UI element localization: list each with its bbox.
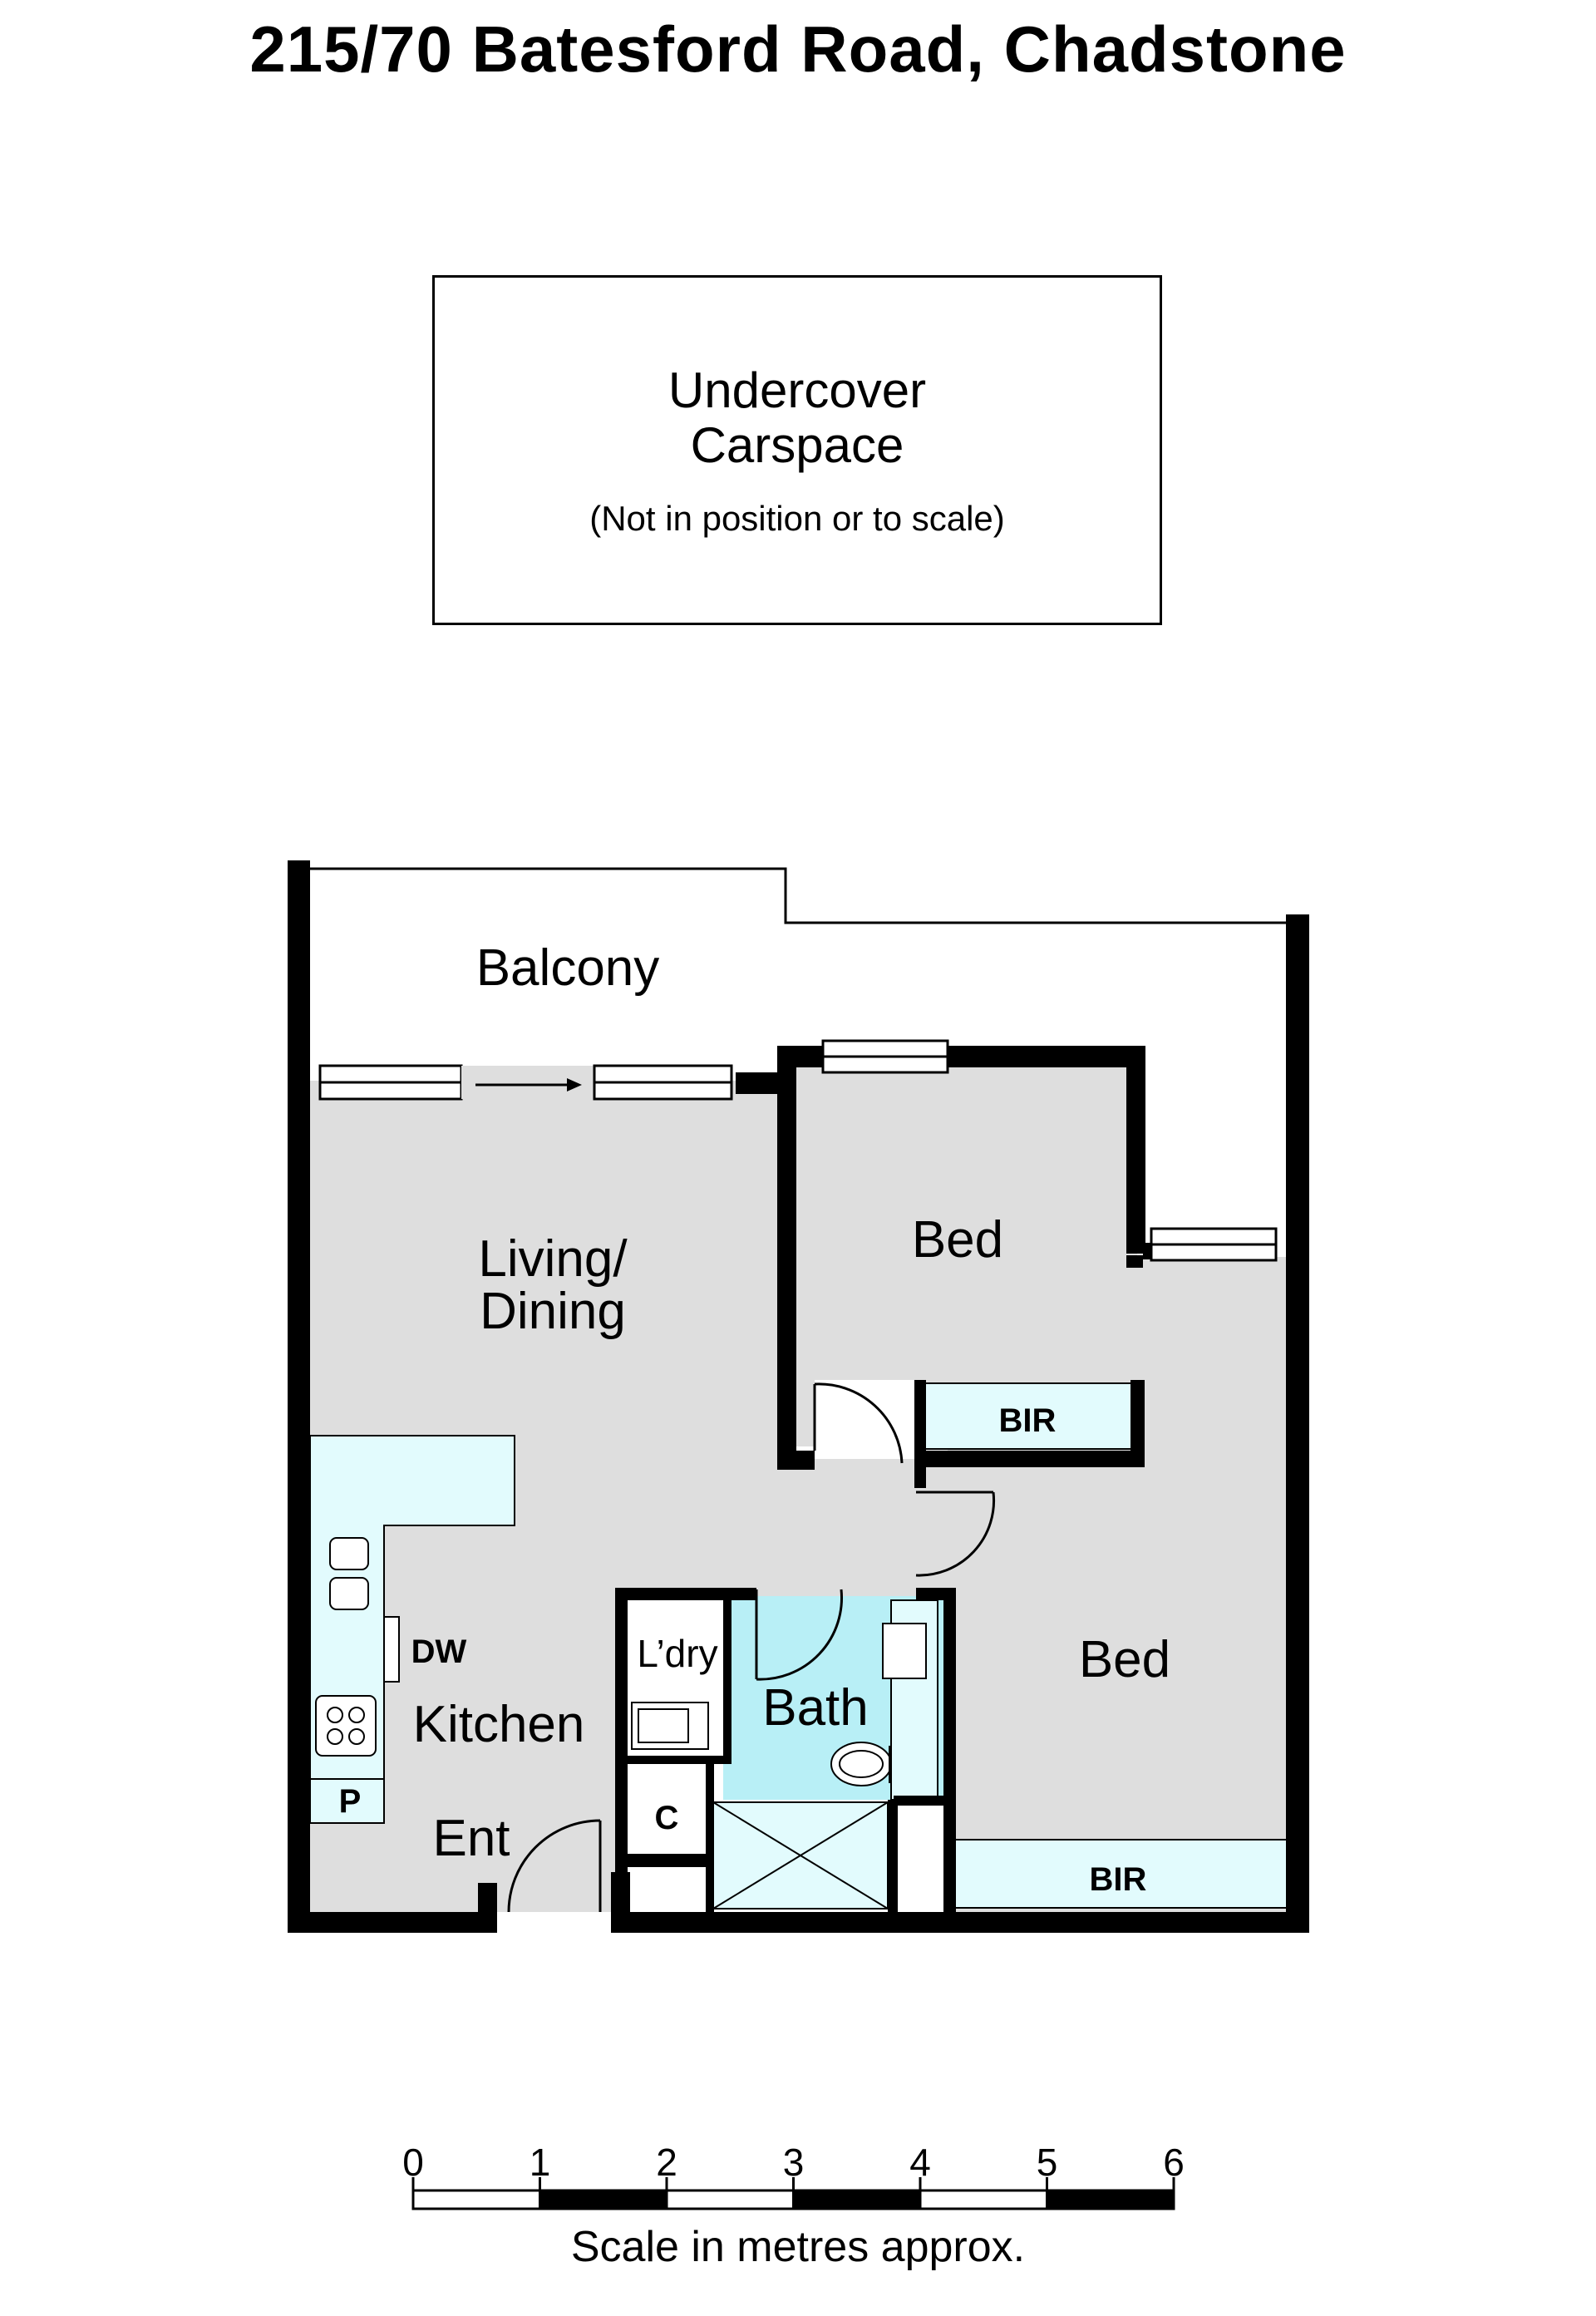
wall-wet-north-left bbox=[615, 1588, 756, 1600]
scale-ticks: 0 1 2 3 4 5 6 bbox=[402, 2141, 1185, 2209]
door-bed2-swing bbox=[915, 1491, 996, 1577]
wall-cupboard-south bbox=[615, 1854, 707, 1867]
scale-tick-label: 4 bbox=[909, 2141, 931, 2184]
bir1-cupboard bbox=[924, 1382, 1132, 1450]
scale-tick-label: 1 bbox=[530, 2141, 551, 2184]
scale-segment bbox=[665, 2189, 795, 2210]
sink-bowl-1 bbox=[329, 1537, 369, 1570]
scale-tick-label: 6 bbox=[1163, 2141, 1185, 2184]
doors bbox=[507, 1382, 996, 1913]
carspace-box: Undercover Carspace (Not in position or … bbox=[432, 275, 1162, 625]
label-dw: DW bbox=[411, 1634, 467, 1670]
label-pantry: P bbox=[339, 1783, 362, 1820]
bed1-floor bbox=[792, 1060, 1137, 1446]
wall-laundry-east bbox=[723, 1600, 732, 1760]
wall-bed1-north-2 bbox=[948, 1046, 1145, 1067]
scale-segment bbox=[411, 2189, 541, 2210]
label-balcony: Balcony bbox=[476, 939, 660, 997]
cooktop-burner bbox=[348, 1728, 365, 1745]
wall-bir1-west bbox=[914, 1380, 926, 1451]
carspace-label-line2: Carspace bbox=[690, 417, 904, 473]
wall-shower-east bbox=[888, 1800, 898, 1916]
cooktop bbox=[315, 1695, 377, 1757]
scale-tick-label: 3 bbox=[783, 2141, 805, 2184]
scale-caption: Scale in metres approx. bbox=[571, 2223, 1025, 2271]
wall-bed1-east-2 bbox=[1126, 1255, 1143, 1268]
wall-south-left bbox=[288, 1912, 497, 1933]
cooktop-burner bbox=[327, 1728, 343, 1745]
scale-segment bbox=[792, 2189, 922, 2210]
door-entry-swing bbox=[507, 1819, 601, 1913]
label-bath: Bath bbox=[762, 1679, 869, 1737]
wall-cupboard-lower bbox=[615, 1867, 628, 1917]
laundry-tub bbox=[631, 1702, 709, 1750]
toilet bbox=[830, 1742, 892, 1786]
cupboard-floor bbox=[628, 1761, 706, 1856]
door-bath-swing bbox=[756, 1589, 843, 1681]
label-kitchen: Kitchen bbox=[413, 1696, 585, 1753]
basin bbox=[882, 1623, 927, 1679]
label-bir1: BIR bbox=[999, 1402, 1057, 1439]
wall-bed1-south-stub bbox=[777, 1451, 815, 1470]
wall-bath-south bbox=[894, 1796, 956, 1806]
scale-segment bbox=[919, 2189, 1048, 2210]
label-cupboard: C bbox=[655, 1800, 679, 1836]
wall-bed-divider bbox=[1130, 1380, 1145, 1467]
windows bbox=[318, 1039, 1278, 1262]
room-labels: Balcony Living/ Dining Bed BIR Bed BIR D… bbox=[339, 939, 1171, 1898]
carspace-note: (Not in position or to scale) bbox=[589, 499, 1005, 538]
wall-west bbox=[288, 860, 310, 1933]
bir2-cupboard bbox=[953, 1839, 1288, 1909]
living-floor bbox=[304, 1081, 1293, 1912]
scale-tick-label: 5 bbox=[1037, 2141, 1058, 2184]
carspace-label: Undercover Carspace bbox=[435, 363, 1160, 473]
door-bed1-swing bbox=[814, 1382, 904, 1464]
balcony-outline bbox=[295, 867, 1297, 924]
label-bed2: Bed bbox=[1079, 1631, 1170, 1688]
sink-bowl-2 bbox=[329, 1577, 369, 1610]
wall-south-right bbox=[611, 1912, 1309, 1933]
label-bir2: BIR bbox=[1090, 1861, 1147, 1898]
scale-segment bbox=[1046, 2189, 1175, 2210]
slide-arrow-icon bbox=[475, 1078, 582, 1091]
wall-door-stub bbox=[914, 1467, 926, 1488]
label-entry: Ent bbox=[432, 1810, 510, 1867]
scale-tick-label: 0 bbox=[402, 2141, 424, 2184]
cooktop-burner bbox=[348, 1707, 365, 1723]
label-dining: Dining bbox=[480, 1283, 626, 1340]
joinery bbox=[309, 1382, 1288, 1909]
wall-wet-east bbox=[943, 1588, 956, 1916]
shower-cross-2 bbox=[712, 1801, 889, 1909]
laundry-tub-inner bbox=[638, 1708, 689, 1743]
wall-bed1-west bbox=[777, 1046, 796, 1470]
label-laundry: L’dry bbox=[637, 1632, 717, 1675]
wall-bed1-east bbox=[1126, 1046, 1145, 1254]
wall-east bbox=[1286, 914, 1309, 1933]
dishwasher bbox=[383, 1616, 400, 1683]
wall-laundry-south bbox=[615, 1756, 732, 1764]
wall-cupboard-east bbox=[706, 1761, 714, 1919]
scale-tick-label: 2 bbox=[656, 2141, 677, 2184]
label-living: Living/ bbox=[478, 1230, 628, 1288]
toilet-seat bbox=[839, 1750, 884, 1778]
page-title: 215/70 Batesford Road, Chadstone bbox=[249, 12, 1347, 86]
scale-segment bbox=[539, 2189, 668, 2210]
wall-wet-west bbox=[615, 1588, 628, 1854]
wall-bir1-south bbox=[914, 1451, 1145, 1467]
wall-entry-jamb-left bbox=[478, 1883, 497, 1916]
cooktop-burner bbox=[327, 1707, 343, 1723]
carspace-label-line1: Undercover bbox=[667, 362, 927, 418]
label-bed1: Bed bbox=[912, 1211, 1003, 1269]
floor-fills bbox=[304, 1060, 1293, 1912]
